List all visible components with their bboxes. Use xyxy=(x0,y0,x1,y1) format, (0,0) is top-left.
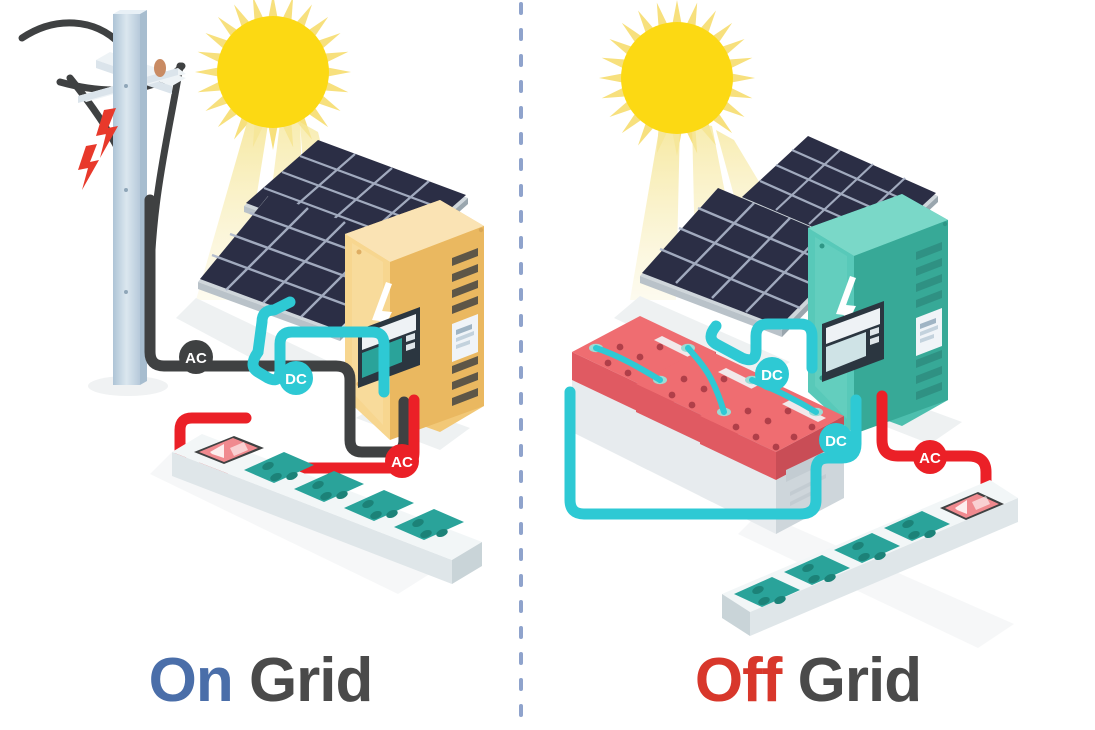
cable-badge-ac-load-right: AC xyxy=(913,440,947,474)
sun-rays-left xyxy=(195,0,351,150)
cable-badge-ac-grid: AC xyxy=(179,340,213,374)
power-switch xyxy=(940,492,1004,520)
cable-dc-panel-right xyxy=(705,318,818,374)
outlet-4 xyxy=(734,577,800,607)
inverter-display xyxy=(822,301,884,382)
cable-dc-left xyxy=(247,296,390,398)
spark-icon xyxy=(78,108,118,190)
svg-text:DC: DC xyxy=(285,371,307,388)
title-off-grid-accent: Off xyxy=(694,646,783,715)
svg-text:AC: AC xyxy=(919,450,941,467)
title-on-grid-neutral: Grid xyxy=(248,646,373,715)
sun-core-right xyxy=(621,22,733,134)
outlet-3 xyxy=(344,490,414,521)
cable-badge-ac-load: AC xyxy=(385,444,419,478)
svg-text:AC: AC xyxy=(391,454,413,471)
title-on-grid-accent: On xyxy=(148,646,234,715)
outlet-2 xyxy=(834,533,900,563)
cable-badge-dc-panel-right: DC xyxy=(755,357,789,391)
cable-dc-battery-right xyxy=(564,386,862,520)
off-grid-inverter[interactable] xyxy=(808,194,948,434)
power-strip-right[interactable] xyxy=(722,480,1018,636)
outlet-4 xyxy=(394,509,464,540)
battery-bank[interactable] xyxy=(572,316,844,534)
cable-badge-dc-battery-right: DC xyxy=(819,423,853,457)
svg-text:DC: DC xyxy=(825,433,847,450)
sun-core-left xyxy=(217,16,329,128)
title-off-grid-neutral: Grid xyxy=(797,646,922,715)
outlet-2 xyxy=(294,471,364,502)
title-off-grid: Off Grid xyxy=(521,650,1095,712)
sun-rays-right xyxy=(599,0,755,156)
outlet-1 xyxy=(244,452,314,483)
power-strip-left[interactable] xyxy=(172,434,482,584)
utility-pole xyxy=(18,10,186,396)
title-on-grid: On Grid xyxy=(0,650,521,712)
power-switch xyxy=(194,436,264,464)
outlet-3 xyxy=(784,555,850,585)
cable-badge-dc: DC xyxy=(279,361,313,395)
svg-text:AC: AC xyxy=(185,350,207,367)
outlet-1 xyxy=(884,511,950,541)
svg-text:DC: DC xyxy=(761,367,783,384)
